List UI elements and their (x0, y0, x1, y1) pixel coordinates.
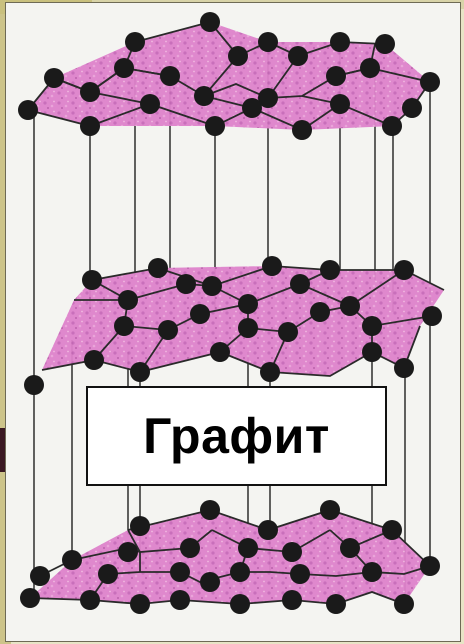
bottom-graphite-layer (20, 500, 440, 614)
top-graphite-layer (18, 12, 440, 140)
middle-graphite-layer (24, 256, 444, 395)
graphite-label: Графит (143, 407, 330, 465)
graphite-label-box: Графит (86, 386, 387, 486)
